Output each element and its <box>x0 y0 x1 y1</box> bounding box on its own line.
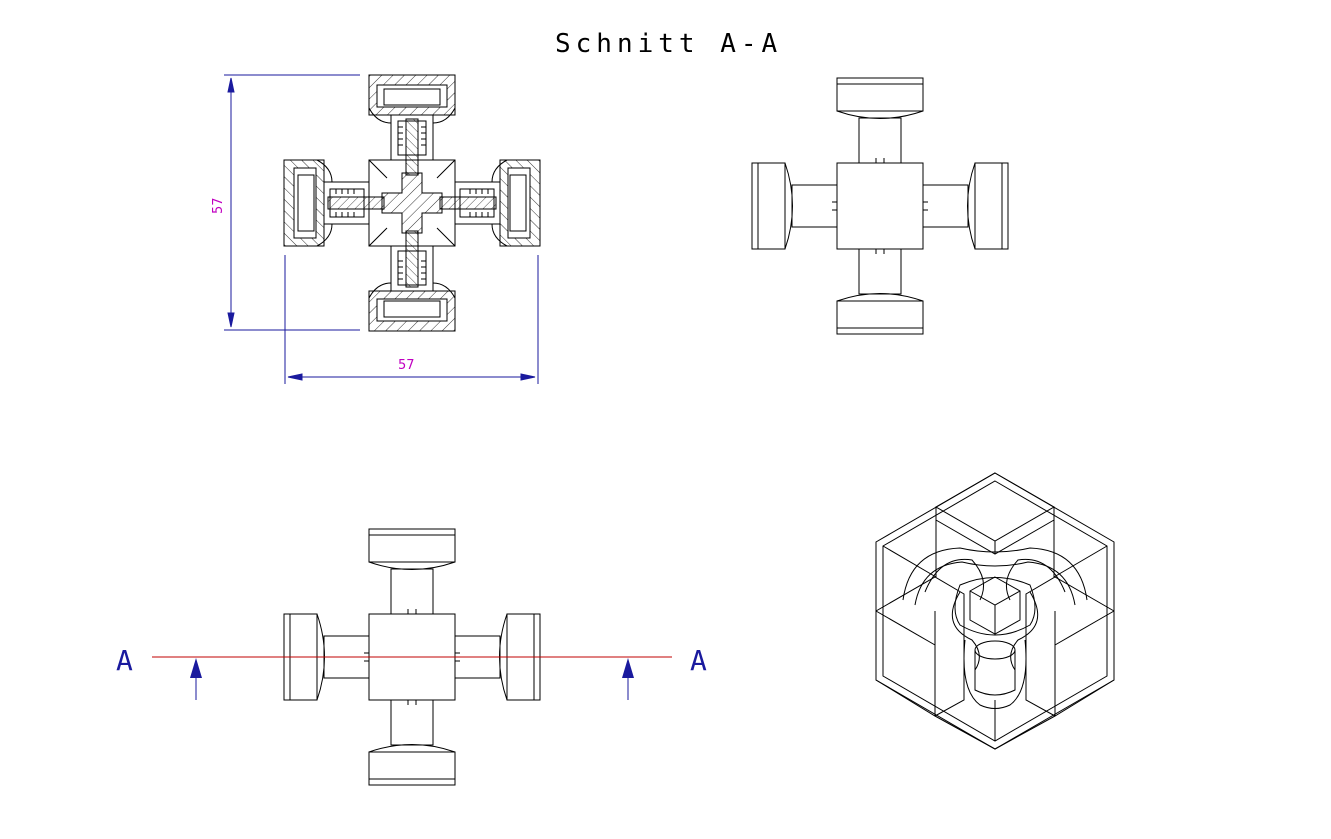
side-view <box>752 78 1008 334</box>
section-label-left: A <box>116 644 133 677</box>
section-label-right: A <box>690 644 707 677</box>
isometric-view <box>875 472 1115 750</box>
height-dimension-value: 57 <box>211 197 226 214</box>
section-arrow-right <box>622 658 634 700</box>
drawing-title: Schnitt A-A <box>555 29 782 59</box>
width-dimension <box>284 255 539 384</box>
section-arrow-left <box>190 658 202 700</box>
width-dimension-value: 57 <box>398 358 415 373</box>
section-view-a-a <box>283 74 541 332</box>
height-dimension <box>224 74 360 331</box>
